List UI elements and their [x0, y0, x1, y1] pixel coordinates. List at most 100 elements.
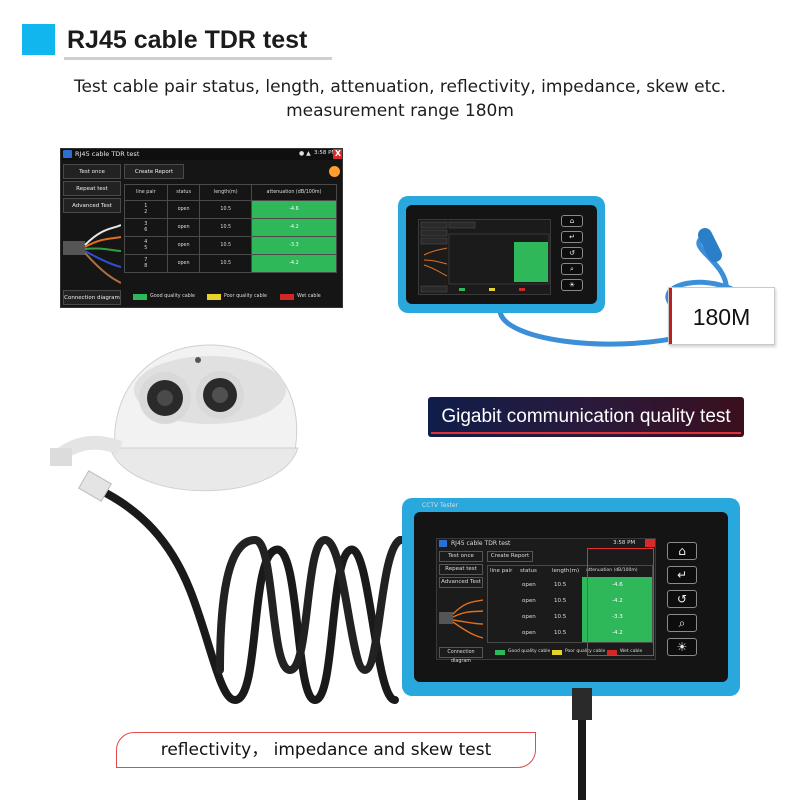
length-cell: 10.5	[554, 598, 567, 604]
light-icon: ☀	[568, 281, 576, 289]
home-key[interactable]: ⌂	[667, 542, 697, 560]
light-key[interactable]: ☀	[561, 279, 583, 291]
title-underline	[64, 57, 332, 60]
back-icon: ↺	[676, 592, 688, 606]
black-coiled-cable	[78, 470, 440, 705]
home-key[interactable]: ⌂	[561, 215, 583, 227]
col-line-pair: line pair	[124, 184, 168, 201]
enter-key[interactable]: ↵	[561, 231, 583, 243]
col-attenuation: attenuation (dB/100m)	[586, 568, 638, 573]
create-report-button[interactable]: Create Report	[124, 164, 184, 179]
col-length: length(m)	[199, 184, 252, 201]
connection-diagram-button[interactable]: Connection diagram	[63, 290, 121, 305]
col-line-pair: line pair	[490, 568, 513, 574]
status-bar	[61, 149, 342, 160]
status-time: 3:58 PM	[314, 150, 337, 156]
home-icon: ⌂	[678, 544, 686, 558]
legend-good-swatch	[133, 294, 147, 300]
repeat-test-button[interactable]: Repeat test	[439, 564, 483, 575]
mini-screen-content	[420, 221, 550, 293]
pair-bottom: 8	[144, 263, 148, 269]
status-cell: open	[522, 614, 536, 620]
col-status: status	[166, 184, 201, 201]
light-key[interactable]: ☀	[667, 638, 697, 656]
pair-bottom: 6	[144, 227, 148, 233]
attenuation-cell: -4.2	[612, 630, 623, 636]
attenuation-cell: -4.2	[251, 254, 337, 273]
legend-wet-label: Wet cable	[620, 649, 643, 654]
bottom-cable	[572, 688, 592, 800]
page-title: RJ45 cable TDR test	[67, 26, 308, 54]
window-title: RJ45 cable TDR test	[75, 150, 140, 158]
range-label: 180M	[668, 287, 775, 345]
tdr-screen-screenshot: RJ45 cable TDR test ● ▲ 3:58 PM X Test o…	[60, 148, 343, 308]
large-tester-device: CCTV Tester RJ45 cable TDR test 3:58 PM …	[402, 498, 740, 696]
col-status: status	[520, 568, 537, 574]
advanced-test-button[interactable]: Advanced Test	[63, 198, 121, 213]
device-brand-label: CCTV Tester	[422, 502, 459, 509]
device-body: ⌂ ↵ ↺ ⌕ ☀	[406, 205, 597, 304]
device-body: CCTV Tester RJ45 cable TDR test 3:58 PM …	[414, 502, 728, 682]
legend-poor-swatch	[207, 294, 221, 300]
test-once-button[interactable]: Test once	[439, 551, 483, 562]
pair-top: 7	[144, 257, 148, 263]
close-icon[interactable]: X	[333, 149, 342, 159]
zoom-icon: ⌕	[570, 265, 574, 273]
result-table: line pair status length(m) attenuation (…	[487, 565, 653, 643]
enter-icon: ↵	[569, 233, 575, 241]
attenuation-cell: -4.6	[612, 582, 623, 588]
pair-top: 3	[144, 221, 148, 227]
length-cell: 10.5	[554, 614, 567, 620]
attenuation-cell: -4.2	[251, 218, 337, 237]
col-attenuation: attenuation (dB/100m)	[251, 184, 337, 201]
length-cell: 10.5	[199, 200, 252, 219]
create-report-button[interactable]: Create Report	[487, 551, 533, 562]
back-key[interactable]: ↺	[561, 247, 583, 259]
back-icon: ↺	[569, 249, 575, 257]
small-tester-device: ⌂ ↵ ↺ ⌕ ☀	[398, 196, 605, 313]
col-length: length(m)	[552, 568, 580, 574]
legend-good-label: Good quality cable	[150, 294, 195, 299]
device-screen	[418, 219, 551, 295]
status-cell: open	[522, 582, 536, 588]
length-cell: 10.5	[199, 254, 252, 273]
legend-poor-swatch	[552, 650, 562, 655]
blue-network-cable	[497, 228, 747, 347]
status-cell: open	[166, 236, 201, 255]
attenuation-cell: -4.6	[251, 200, 337, 219]
status-cell: open	[522, 598, 536, 604]
attenuation-good-fill	[582, 577, 652, 642]
legend-poor-label: Poor quality cable	[224, 294, 267, 299]
connection-diagram-button[interactable]: Connection diagram	[439, 647, 483, 664]
pair-bottom: 2	[144, 209, 148, 215]
light-icon: ☀	[676, 640, 688, 654]
attenuation-highlight-box	[587, 548, 654, 656]
repeat-test-button[interactable]: Repeat test	[63, 181, 121, 196]
enter-key[interactable]: ↵	[667, 566, 697, 584]
zoom-key[interactable]: ⌕	[667, 614, 697, 632]
status-cell: open	[166, 200, 201, 219]
advanced-test-button[interactable]: Advanced Test	[439, 577, 483, 588]
legend-wet-swatch	[607, 650, 617, 655]
pair-bottom: 5	[144, 245, 148, 251]
device-screen: RJ45 cable TDR test 3:58 PM Test once Re…	[436, 538, 656, 664]
length-cell: 10.5	[199, 218, 252, 237]
header-accent-square	[22, 24, 55, 55]
status-cell: open	[522, 630, 536, 636]
test-once-button[interactable]: Test once	[63, 164, 121, 179]
tdr-result-table: line pair status length(m) attenuation (…	[124, 184, 337, 273]
legend-good-swatch	[495, 650, 505, 655]
close-icon[interactable]	[645, 539, 655, 547]
back-key[interactable]: ↺	[667, 590, 697, 608]
status-time: 3:58 PM	[613, 540, 636, 546]
zoom-key[interactable]: ⌕	[561, 263, 583, 275]
length-cell: 10.5	[554, 582, 567, 588]
status-icons: ● ▲	[299, 150, 311, 157]
report-icon[interactable]	[329, 166, 340, 177]
